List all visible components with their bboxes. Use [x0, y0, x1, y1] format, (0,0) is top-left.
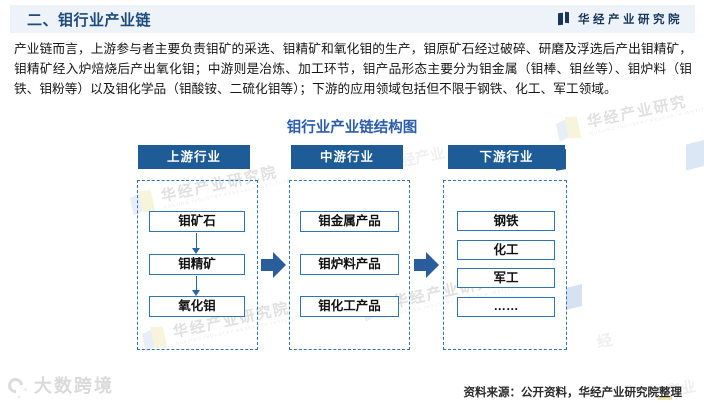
column-header-upstream: 上游行业: [138, 145, 250, 169]
dashu-watermark: °° 大数跨境: [4, 372, 114, 404]
chain-column-downstream: 钢铁 化工 军工 ……: [443, 180, 567, 350]
chain-box: 钼矿石: [149, 211, 245, 232]
dashu-watermark-text: 大数跨境: [34, 376, 114, 396]
watermark-faint-text: 经: [595, 331, 614, 352]
chain-box: 钼化工产品: [300, 296, 399, 317]
down-arrow-icon: [192, 233, 201, 254]
page-title: 二、钼行业产业链: [27, 11, 152, 29]
diagram-title: 钼行业产业链结构图: [286, 120, 418, 136]
right-arrow-icon: [414, 252, 439, 278]
watermark-faint-text: 经产业: [398, 144, 447, 171]
chain-box: 氧化钼: [149, 296, 245, 317]
source-note: 资料来源：公开资料，华经产业研究院整理: [463, 387, 683, 399]
intro-paragraph: 产业链而言，上游参与者主要负责钼矿的采选、钼精矿和氧化钼的生产，钼原矿石经过破碎…: [14, 42, 692, 96]
chain-column-upstream: 钼矿石 钼精矿 氧化钼: [137, 180, 258, 350]
column-header-midstream: 中游行业: [291, 145, 403, 169]
right-arrow-icon: [261, 252, 286, 278]
chain-box: 军工: [457, 268, 555, 288]
chain-box: 化工: [457, 240, 555, 260]
chain-box: ……: [457, 297, 555, 317]
chain-column-midstream: 钼金属产品 钼炉料产品 钼化工产品: [289, 180, 410, 350]
brand-name: 华经产业研究院: [578, 14, 683, 26]
watermark-shape-pale-blue: [686, 139, 704, 171]
chain-box: 钼精矿: [149, 254, 245, 275]
header-band: 二、钼行业产业链 华经产业研究院: [10, 5, 695, 33]
dashu-logo-icon: °°: [4, 374, 30, 404]
column-header-downstream: 下游行业: [448, 145, 565, 169]
chain-box: 钼金属产品: [300, 211, 399, 232]
chain-box: 钼炉料产品: [300, 254, 399, 275]
watermark-shape-pale-blue: [566, 284, 582, 310]
brand-flag-icon: [558, 11, 571, 26]
brand-logo: 华经产业研究院: [558, 11, 683, 27]
down-arrow-icon: [192, 276, 201, 296]
chain-box: 钢铁: [457, 211, 555, 231]
